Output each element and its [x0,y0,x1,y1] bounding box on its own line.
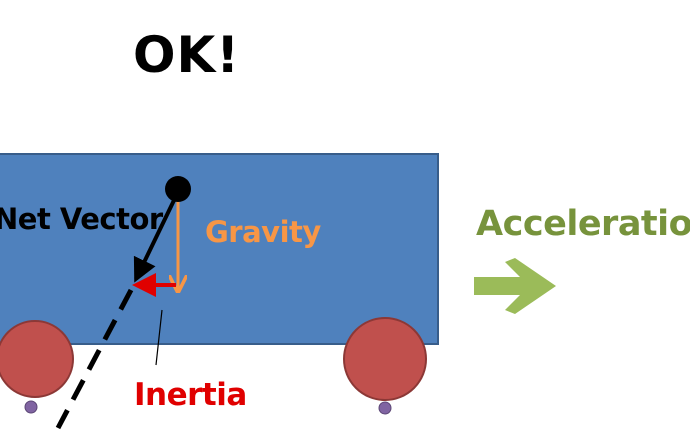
rear-wheel [0,320,74,398]
acceleration-label: Acceleration [476,204,690,244]
pendulum-string-dashed [55,288,134,430]
inertia-leader-line [155,309,163,366]
pendulum-bob-icon [165,176,191,202]
gravity-label: Gravity [205,215,321,249]
net-vector-arrow [133,191,180,283]
inertia-label: Inertia [134,377,247,413]
net-vector-label: Net Vector [0,202,163,236]
car-body [0,153,439,345]
front-wheel [343,317,427,401]
rear-axle-icon [24,400,38,414]
slide-heading: OK! [133,26,241,84]
right-arrow-icon [474,258,556,314]
front-axle-icon [378,401,392,415]
